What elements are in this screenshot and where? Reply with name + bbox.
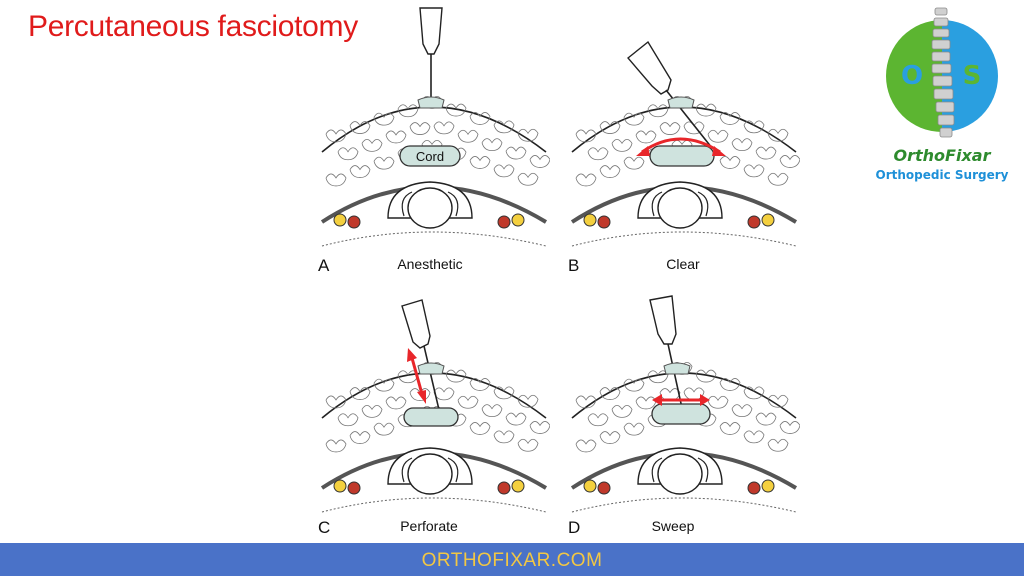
digital-nerve [511,213,525,227]
digital-artery [597,481,611,495]
logo-tagline: Orthopedic Surgery [875,168,1009,182]
panel-d-diagram [570,295,800,513]
digital-nerve [761,213,775,227]
digital-artery [747,215,761,229]
digital-artery [347,215,361,229]
panel-a: Cord A Anesthetic [318,2,550,275]
subcutaneous-fat [575,361,800,453]
panel-c: C Perforate [318,286,550,537]
digital-artery [497,215,511,229]
logo-letter-o: O [901,61,923,91]
digital-nerve [583,479,597,493]
panel-caption: Perforate [400,518,458,534]
panel-letter: C [318,518,331,537]
footer-url: ORTHOFIXAR.COM [421,550,603,571]
digital-nerve [333,213,347,227]
panel-caption: Sweep [651,518,695,534]
tendon [407,187,453,229]
panel-caption: Anesthetic [397,256,463,272]
digital-artery [497,481,511,495]
bone-outline [321,497,547,513]
digital-artery [347,481,361,495]
digital-nerve [333,479,347,493]
panel-b-diagram [570,40,800,247]
subcutaneous-fat [575,95,800,187]
panel-c-diagram [320,299,550,513]
panel-d: D Sweep [568,286,800,537]
footer-bar: ORTHOFIXAR.COM [0,543,1024,576]
digital-nerve [583,213,597,227]
panel-a-diagram: Cord [320,7,550,247]
bone-outline [571,497,797,513]
logo-name: OrthoFixar [893,146,991,165]
slide-title: Percutaneous fasciotomy [28,10,358,43]
orthofixar-logo: O S [872,6,1012,188]
panel-b: B Clear [568,2,800,275]
logo-letter-s: S [963,61,982,91]
digital-artery [747,481,761,495]
panel-letter: B [568,256,580,275]
bone-outline [571,231,797,247]
spine-logo-icon: O S [886,7,998,138]
tendon [657,187,703,229]
bone-outline [321,231,547,247]
cord-label: Cord [416,149,444,164]
digital-nerve [511,479,525,493]
skin-surface [321,106,547,153]
digital-nerve [761,479,775,493]
digital-artery [597,215,611,229]
subcutaneous-fat [325,95,550,187]
tendon [657,453,703,495]
panel-caption: Clear [666,256,700,272]
panel-letter: D [568,518,581,537]
tendon [407,453,453,495]
panel-letter: A [318,256,330,275]
